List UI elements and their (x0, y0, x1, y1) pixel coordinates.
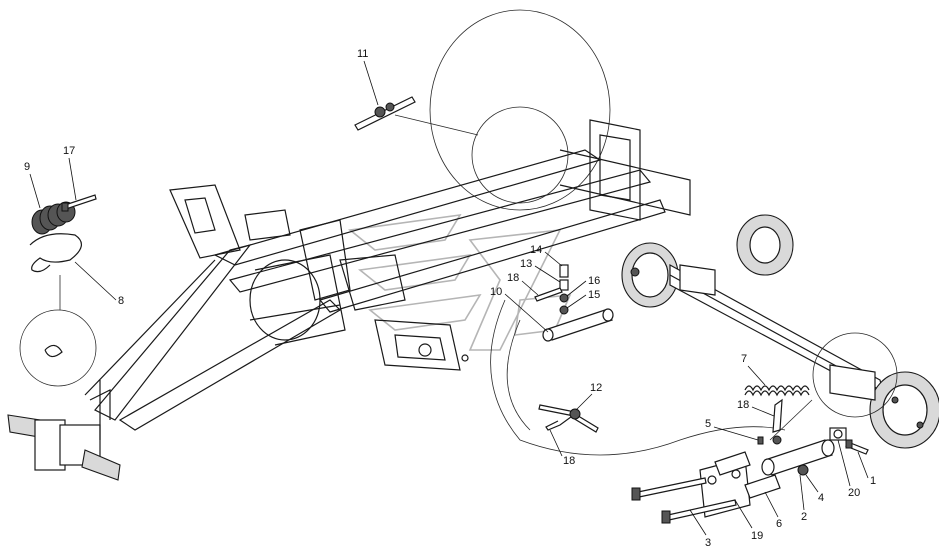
callout-2: 2 (801, 511, 807, 523)
callout-11: 11 (357, 48, 368, 60)
cable-route (490, 299, 786, 456)
callout-18-top: 18 (507, 272, 519, 284)
callout-13: 13 (520, 258, 532, 270)
callout-labels: 11 9 17 8 14 13 18 10 16 15 12 18 (24, 48, 876, 549)
part-2-nut (797, 464, 809, 476)
part-3-bolts (631, 477, 737, 524)
callout-19: 19 (751, 530, 763, 542)
rear-axle-assembly (621, 214, 939, 449)
callout-12: 12 (590, 382, 602, 394)
detail-circle-top (471, 106, 569, 204)
callout-6: 6 (776, 518, 782, 530)
part-20-bracket (829, 427, 847, 441)
front-hitch (7, 380, 121, 481)
part-10-pin (542, 308, 614, 342)
detail-circle-axle (812, 332, 898, 418)
part-7-spring (744, 385, 810, 392)
parts-13-16-fittings (534, 264, 569, 315)
callout-3: 3 (705, 537, 711, 549)
callout-9: 9 (24, 161, 30, 173)
part-4-tube (761, 439, 835, 476)
callout-10: 10 (490, 286, 502, 298)
detail-circle-left (19, 309, 97, 387)
watermark-logo (348, 213, 572, 351)
part-1-bolt (845, 439, 869, 455)
part-6-sleeves (714, 451, 781, 499)
callout-4: 4 (818, 492, 824, 504)
callout-5: 5 (705, 418, 711, 430)
callout-18-bottom: 18 (563, 455, 575, 467)
part-18-fitting (772, 398, 783, 433)
part-8-strap (29, 233, 82, 273)
part-11-fitting (354, 96, 416, 131)
callout-7: 7 (741, 353, 747, 365)
callout-8: 8 (118, 295, 124, 307)
callout-16: 16 (588, 275, 600, 287)
callout-20: 20 (848, 487, 860, 499)
wheel-outline-circle (429, 9, 611, 211)
part-17-bolt (61, 194, 97, 212)
trailer-frame (84, 119, 691, 431)
part-12-tee (538, 404, 599, 433)
callout-1: 1 (870, 475, 876, 487)
callout-15: 15 (588, 289, 600, 301)
callout-17: 17 (63, 145, 75, 157)
callout-18-right: 18 (737, 399, 749, 411)
callout-14: 14 (530, 244, 542, 256)
